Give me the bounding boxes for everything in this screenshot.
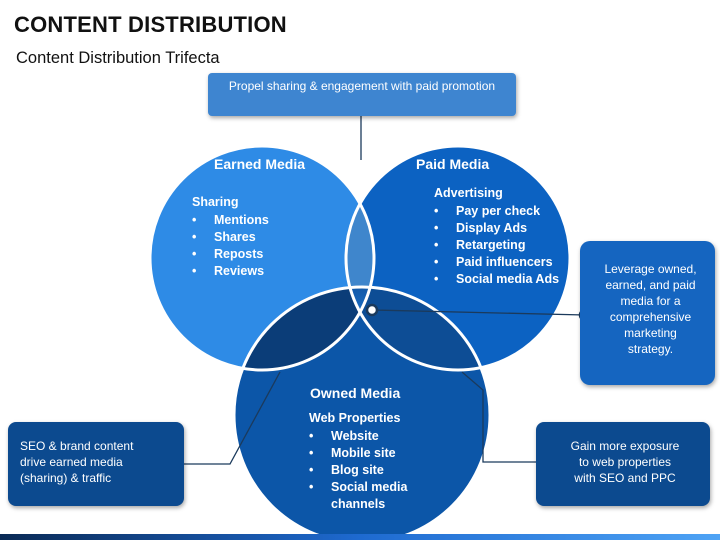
paid-media-subtitle: Advertising [434, 186, 503, 200]
callout-bottom-left-line-2: drive earned media [20, 455, 123, 469]
footer-bar [0, 534, 720, 540]
earned-media-title: Earned Media [214, 156, 306, 172]
page-subtitle: Content Distribution Trifecta [16, 49, 220, 67]
list-item: Retargeting [434, 237, 564, 254]
callout-top: Propel sharing & engagement with paid pr… [208, 73, 516, 116]
list-item: Social media [309, 479, 429, 496]
list-item: Reviews [192, 263, 312, 280]
paid-media-content: Advertising Pay per check Display Ads Re… [434, 186, 564, 288]
list-item: Shares [192, 229, 312, 246]
overlap-paid-owned [346, 287, 490, 370]
callout-right: Leverage owned, earned, and paid media f… [580, 241, 715, 385]
earned-media-subtitle: Sharing [192, 195, 239, 209]
callout-bottom-left-line-3: (sharing) & traffic [20, 471, 112, 485]
callout-right-line-5: marketing [624, 326, 677, 340]
owned-media-title: Owned Media [310, 385, 401, 401]
callout-bottom-right: Gain more exposure to web properties wit… [536, 422, 710, 506]
connector-dot-center [365, 303, 379, 317]
list-item: Pay per check [434, 203, 564, 220]
callout-right-line-6: strategy. [627, 342, 674, 356]
callout-bottom-left: SEO & brand content drive earned media (… [8, 422, 184, 506]
owned-media-subtitle: Web Properties [309, 411, 401, 425]
list-item: Website [309, 428, 429, 445]
list-item: Paid influencers [434, 254, 564, 271]
callout-right-line-4: comprehensive [609, 310, 692, 324]
list-item: Mobile site [309, 445, 429, 462]
callout-bottom-right-line-3: with SEO and PPC [574, 471, 676, 485]
callout-bottom-left-line-1: SEO & brand content [20, 439, 134, 453]
callout-top-text: Propel sharing & engagement with paid pr… [228, 79, 496, 93]
list-item: Mentions [192, 212, 312, 229]
callout-right-line-1: Leverage owned, [604, 262, 697, 276]
list-item: Display Ads [434, 220, 564, 237]
page-title: CONTENT DISTRIBUTION [14, 12, 287, 37]
list-item: Social media Ads [434, 271, 564, 288]
list-item: Reposts [192, 246, 312, 263]
paid-media-title: Paid Media [416, 156, 490, 172]
callout-bottom-right-line-2: to web properties [578, 455, 672, 469]
callout-bottom-right-line-1: Gain more exposure [570, 439, 680, 453]
callout-right-line-3: media for a [620, 294, 681, 308]
overlap-earned-owned [234, 287, 374, 370]
callout-right-line-2: earned, and paid [605, 278, 696, 292]
earned-media-content: Sharing Mentions Shares Reposts Reviews [192, 195, 312, 280]
owned-media-content: Web Properties Website Mobile site Blog … [309, 411, 429, 513]
list-item: Blog site [309, 462, 429, 479]
list-item: channels [331, 497, 386, 511]
